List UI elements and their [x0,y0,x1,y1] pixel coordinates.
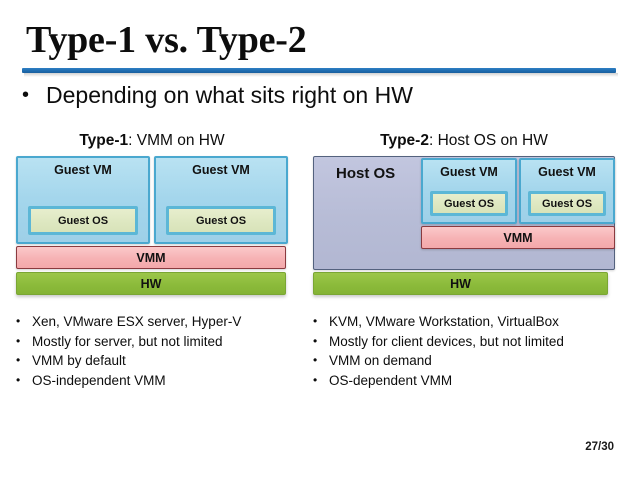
list-item-text: KVM, VMware Workstation, VirtualBox [329,314,559,329]
type2-hw-label: HW [450,276,471,291]
bullet-glyph-icon: • [313,353,318,367]
type1-hw-label: HW [140,276,162,291]
diagram-type-1: Guest VM Guest OS Guest VM Guest OS VMM … [16,156,288,297]
type1-guest-os-1: Guest OS [28,206,138,235]
list-item-text: OS-independent VMM [32,372,166,388]
type2-guest-os-1-label: Guest OS [443,197,495,210]
list-item-text: VMM by default [32,353,126,368]
list-item: • OS-independent VMM [16,371,316,391]
subtitle-type-1-rest: : VMM on HW [128,132,225,149]
type1-guest-os-2-label: Guest OS [195,214,247,227]
bullet-glyph-icon: • [16,314,21,328]
lead-bullet: • Depending on what sits right on HW [22,80,622,110]
subtitle-type-1: Type-1: VMM on HW [16,131,288,151]
diagram-type-2: Host OS Guest VM Guest OS Guest VM Guest… [313,156,615,297]
list-item-text: Mostly for server, but not limited [32,333,223,349]
type1-guest-vm-2-label: Guest VM [192,163,250,177]
page-title: Type-1 vs. Type-2 [26,19,307,61]
type2-guest-vm-2-label: Guest VM [538,165,596,179]
bullet-glyph-icon: • [16,333,21,348]
bullet-glyph-icon: • [22,84,30,106]
type2-vmm-label: VMM [503,230,533,245]
bullet-glyph-icon: • [313,314,318,328]
type2-guest-os-2-label: Guest OS [541,197,593,210]
subtitle-type-2-rest: : Host OS on HW [428,132,548,149]
subtitle-type-2: Type-2: Host OS on HW [313,131,615,151]
list-item: • VMM by default [16,351,316,371]
list-item-text: VMM on demand [329,353,432,368]
type2-host-os-label: Host OS [336,165,396,182]
list-item: • OS-dependent VMM [313,371,638,391]
list-item: • Mostly for client devices, but not lim… [313,332,638,352]
list-item: • Xen, VMware ESX server, Hyper-V [16,312,316,332]
type2-guest-os-1: Guest OS [430,191,508,216]
type2-guest-os-2: Guest OS [528,191,606,216]
type1-guest-os-2: Guest OS [166,206,276,235]
bullet-glyph-icon: • [16,372,21,387]
subtitle-type-1-strong: Type-1 [79,132,129,149]
bullet-list-type-2: • KVM, VMware Workstation, VirtualBox • … [313,312,638,390]
list-item: • Mostly for server, but not limited [16,332,316,352]
bullet-glyph-icon: • [16,353,21,367]
list-item-text: Mostly for client devices, but not limit… [329,333,564,349]
list-item: • VMM on demand [313,351,638,371]
page-number: 27/30 [585,441,614,453]
type2-guest-vm-1-label: Guest VM [440,165,498,179]
type1-guest-vm-1-label: Guest VM [54,163,112,177]
type2-hw-layer: HW [313,272,608,295]
list-item: • KVM, VMware Workstation, VirtualBox [313,312,638,332]
bullet-glyph-icon: • [313,333,318,348]
lead-bullet-text: Depending on what sits right on HW [46,82,413,108]
type1-vmm-label: VMM [136,250,166,265]
bullet-glyph-icon: • [313,372,318,387]
subtitle-type-2-strong: Type-2 [380,132,429,149]
type1-hw-layer: HW [16,272,286,295]
list-item-text: Xen, VMware ESX server, Hyper-V [32,314,242,329]
type1-guest-os-1-label: Guest OS [57,214,109,227]
type2-vmm-layer: VMM [421,226,615,249]
type1-vmm-layer: VMM [16,246,286,269]
title-underline-shadow [24,73,618,77]
bullet-list-type-1: • Xen, VMware ESX server, Hyper-V • Most… [16,312,316,390]
list-item-text: OS-dependent VMM [329,372,453,388]
title-underline-rule [22,68,616,73]
